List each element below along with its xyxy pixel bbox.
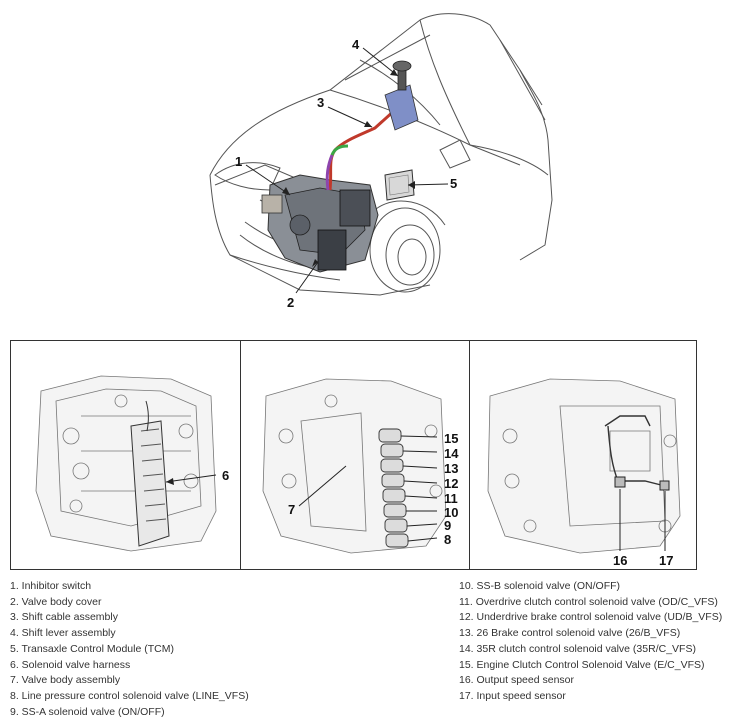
panel-speed-sensors: [487, 378, 681, 554]
legend-item: 8. Line pressure control solenoid valve …: [10, 689, 249, 702]
legend-item: 4. Shift lever assembly: [10, 627, 116, 640]
transaxle-case-sketch: [487, 378, 681, 554]
callout-15: 15: [444, 431, 459, 446]
callout-3: 3: [317, 95, 325, 110]
legend-item: 16. Output speed sensor: [459, 674, 574, 687]
callout-5: 5: [450, 176, 458, 191]
legend-item: 5. Transaxle Control Module (TCM): [10, 642, 174, 655]
legend-item: 9. SS-A solenoid valve (ON/OFF): [10, 705, 165, 718]
leader-arrowheads: [282, 69, 415, 267]
legend-item: 2. Valve body cover: [10, 595, 102, 608]
legend-item: 10. SS-B solenoid valve (ON/OFF): [459, 580, 621, 592]
detail-panels: 6 15 14: [10, 340, 697, 570]
callout-14: 14: [444, 446, 459, 461]
solenoid-harness: [130, 400, 170, 547]
callout-13: 13: [444, 461, 459, 476]
valve-body-sketch: [262, 378, 447, 554]
legend-item: 12. Underdrive brake control solenoid va…: [459, 611, 723, 624]
legend-item: 13. 26 Brake control solenoid valve (26/…: [459, 627, 681, 640]
panel-valve-body: [262, 378, 447, 554]
panel-divider: [469, 341, 470, 569]
shift-cable: [325, 108, 397, 191]
solenoid-stack: [378, 428, 409, 548]
legend-item: 3. Shift cable assembly: [10, 611, 118, 624]
legend-item: 6. Solenoid valve harness: [10, 658, 131, 671]
legend-item: 15. Engine Clutch Control Solenoid Valve…: [459, 658, 705, 671]
legend-item: 14. 35R clutch control solenoid valve (3…: [459, 642, 696, 655]
callout-4: 4: [352, 37, 360, 52]
legend-item: 7. Valve body assembly: [10, 674, 121, 687]
callout-10: 10: [444, 505, 459, 520]
car-body-outline: [209, 13, 553, 296]
leader-lines: [245, 47, 449, 294]
panel-solenoid-harness: [35, 375, 217, 552]
callout-12: 12: [444, 476, 459, 491]
panel-divider: [240, 341, 241, 569]
leader-lines: [619, 489, 666, 551]
output-speed-sensor: [614, 476, 626, 488]
leader-lines: [298, 435, 438, 542]
valve-body-sketch: [35, 375, 217, 552]
callout-17: 17: [659, 553, 674, 568]
transaxle-assembly: [261, 174, 379, 273]
callout-1: 1: [235, 154, 243, 169]
legend-right: 10. SS-B solenoid valve (ON/OFF) 11. Ove…: [459, 579, 722, 705]
callout-6: 6: [222, 468, 230, 483]
tcm-module: [384, 169, 415, 201]
vehicle-illustration: [209, 13, 553, 296]
input-speed-sensor: [659, 480, 670, 491]
legend-left: 1. Inhibitor switch 2. Valve body cover …: [10, 579, 249, 720]
callout-7: 7: [288, 502, 296, 517]
callout-11: 11: [444, 491, 458, 506]
callout-2: 2: [287, 295, 295, 310]
leader-line: [165, 474, 217, 483]
legend-item: 11. Overdrive clutch control solenoid va…: [459, 595, 718, 608]
shift-lever-assembly: [384, 60, 419, 131]
legend-item: 17. Input speed sensor: [459, 689, 566, 702]
callout-16: 16: [613, 553, 628, 568]
legend-item: 1. Inhibitor switch: [10, 580, 92, 592]
callout-9: 9: [444, 518, 452, 533]
leader-arrowhead: [166, 478, 174, 485]
callout-8: 8: [444, 532, 452, 547]
